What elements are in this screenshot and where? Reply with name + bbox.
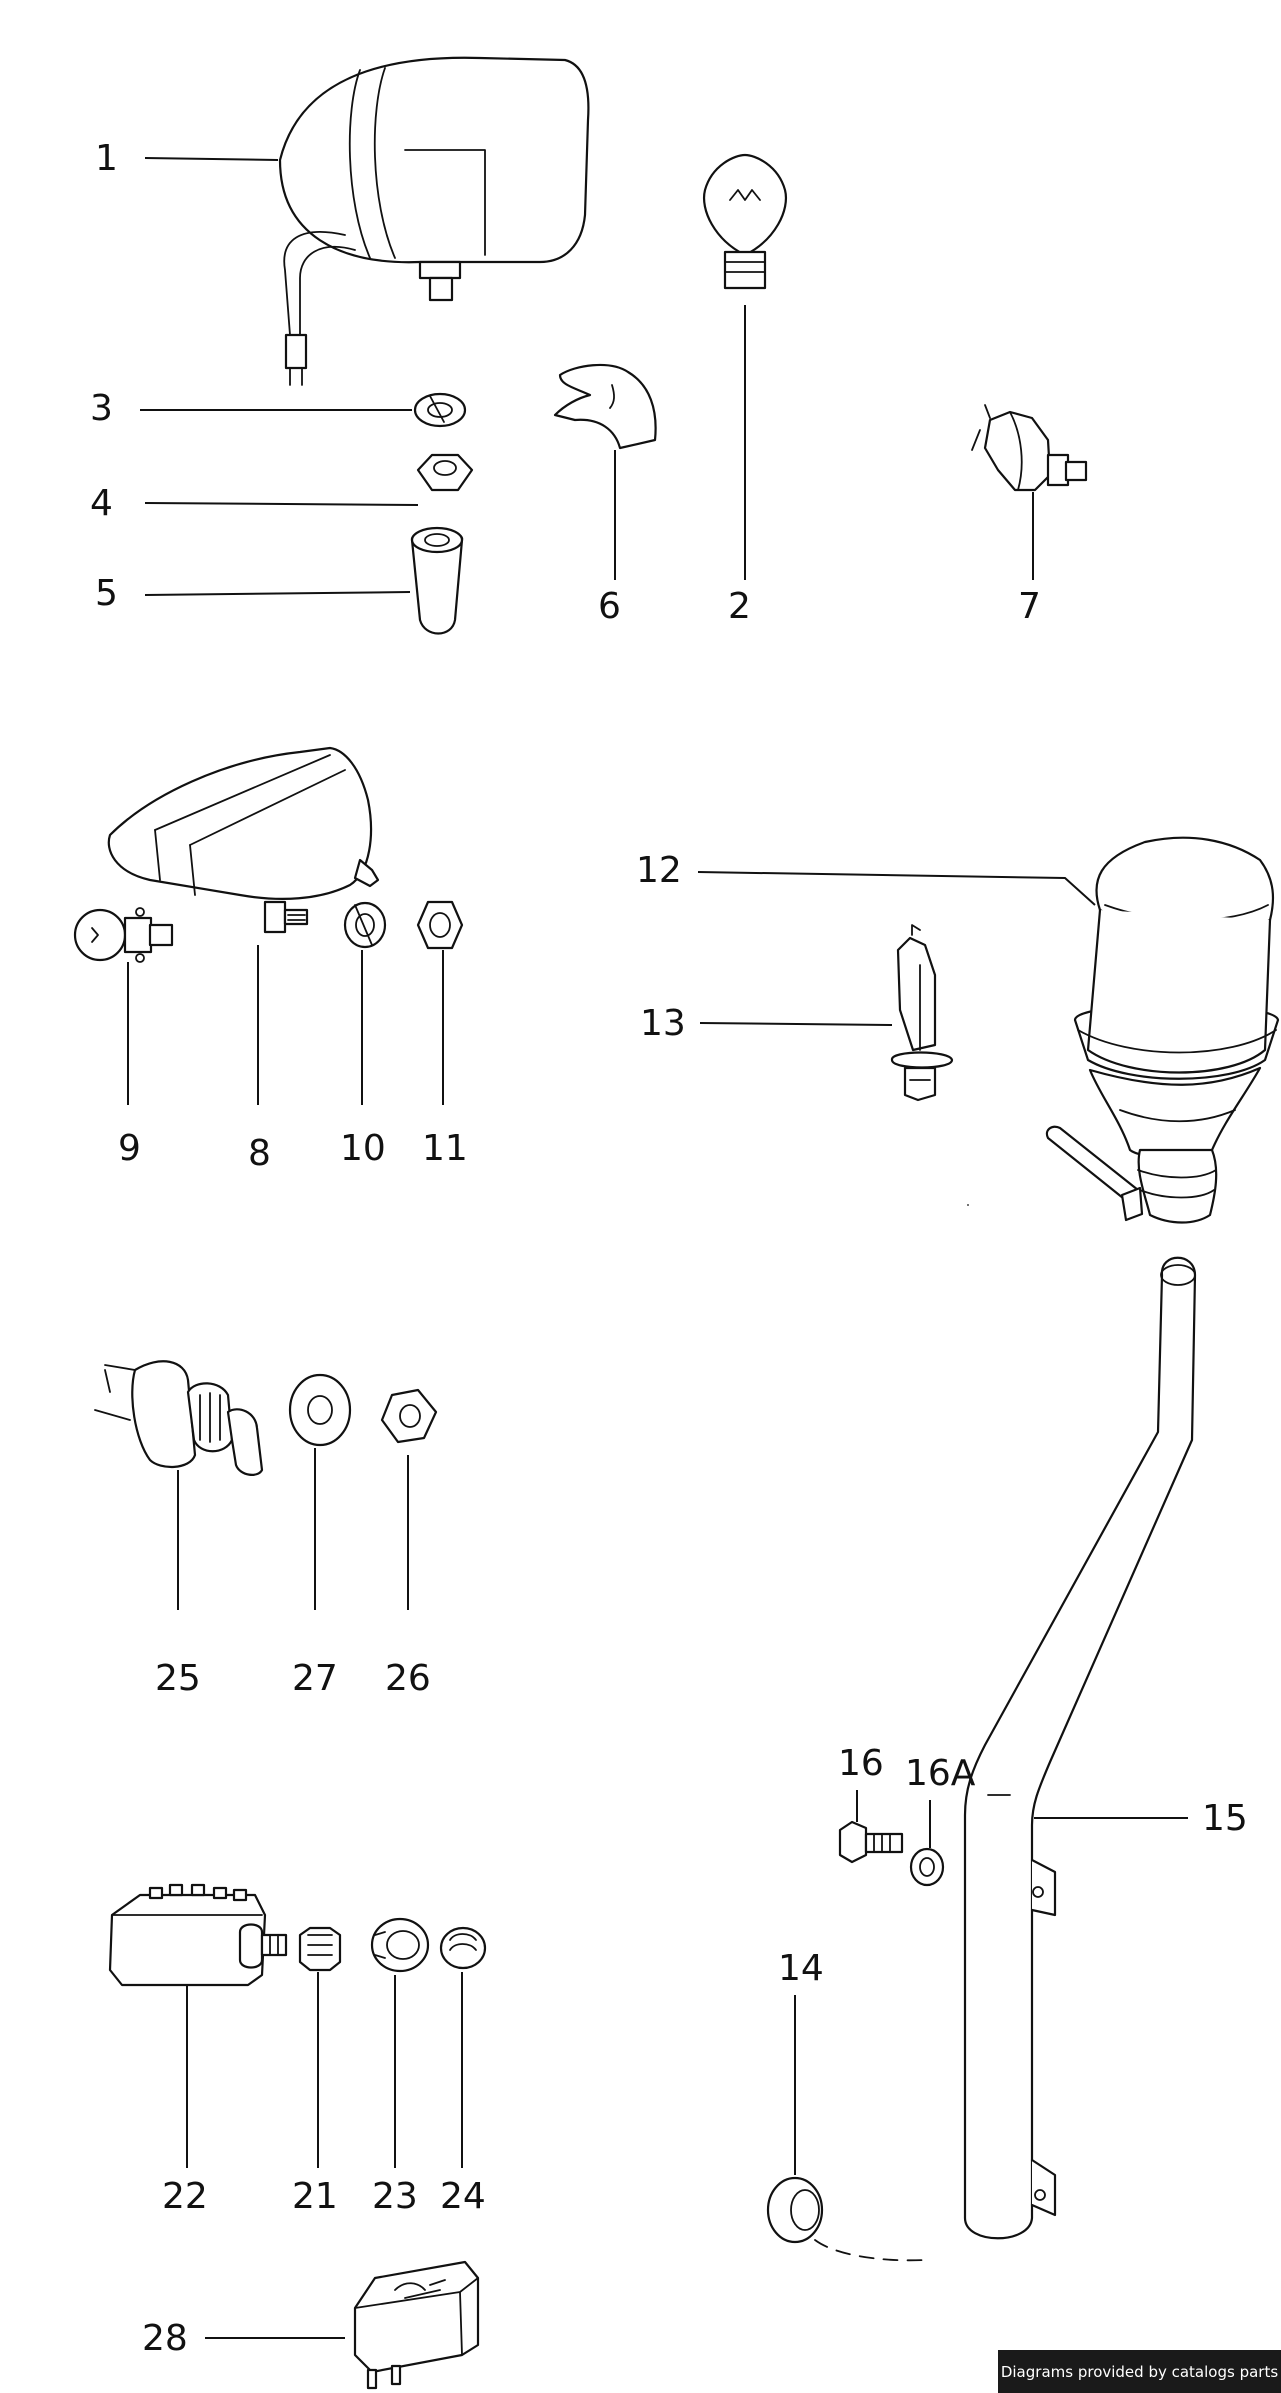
part-13-connector — [890, 924, 954, 1102]
leader-12 — [697, 871, 1096, 906]
part-24-clip — [439, 1926, 487, 1970]
label-16: 16 — [838, 1743, 884, 1784]
label-3: 3 — [90, 388, 113, 429]
label-11: 11 — [422, 1128, 468, 1169]
label-7: 7 — [1018, 586, 1041, 627]
part-27-washer — [288, 1373, 352, 1447]
part-8-lamp — [107, 746, 380, 934]
label-27: 27 — [292, 1658, 338, 1699]
label-25: 25 — [155, 1658, 201, 1699]
label-9: 9 — [118, 1128, 141, 1169]
label-14: 14 — [778, 1948, 824, 1989]
part-4-nut — [416, 453, 474, 492]
label-23: 23 — [372, 2176, 418, 2217]
label-6: 6 — [598, 586, 621, 627]
leader-4 — [144, 502, 419, 506]
part-10-washer — [343, 901, 387, 949]
part-25-switch — [94, 1360, 264, 1476]
part-12-beacon — [1045, 836, 1280, 1224]
leader-5 — [144, 591, 411, 596]
label-15: 15 — [1202, 1798, 1248, 1839]
part-1-lamp — [278, 56, 590, 386]
part-11-nut — [416, 900, 464, 950]
label-24: 24 — [440, 2176, 486, 2217]
part-26-nut — [380, 1388, 438, 1444]
label-10: 10 — [340, 1128, 386, 1169]
part-16a-washer — [909, 1847, 945, 1887]
credit-banner: Diagrams provided by catalogs parts — [998, 2350, 1281, 2393]
label-4: 4 — [90, 483, 113, 524]
label-22: 22 — [162, 2176, 208, 2217]
part-23-grommet — [370, 1917, 430, 1973]
label-12: 12 — [636, 850, 682, 891]
label-16a: 16A — [905, 1753, 976, 1794]
label-1: 1 — [95, 138, 118, 179]
part-14-grommet — [766, 2176, 926, 2262]
part-21-insert — [298, 1926, 342, 1972]
part-16-bolt — [838, 1820, 904, 1864]
leader-13 — [699, 1022, 893, 1026]
leader-1 — [144, 157, 279, 161]
label-28: 28 — [142, 2318, 188, 2359]
label-5: 5 — [95, 573, 118, 614]
part-15-tube — [963, 1204, 1197, 2240]
part-22-relay-box — [108, 1883, 288, 1987]
part-2-bulb — [702, 153, 788, 290]
label-21: 21 — [292, 2176, 338, 2217]
part-5-sleeve — [410, 526, 464, 635]
part-7-switch — [971, 404, 1088, 492]
label-26: 26 — [385, 1658, 431, 1699]
label-2: 2 — [728, 586, 751, 627]
part-28-relay — [353, 2260, 480, 2390]
part-3-washer — [413, 392, 467, 428]
label-8: 8 — [248, 1133, 271, 1174]
part-9-bulb — [73, 907, 174, 963]
part-6-clip — [553, 363, 657, 450]
label-13: 13 — [640, 1003, 686, 1044]
